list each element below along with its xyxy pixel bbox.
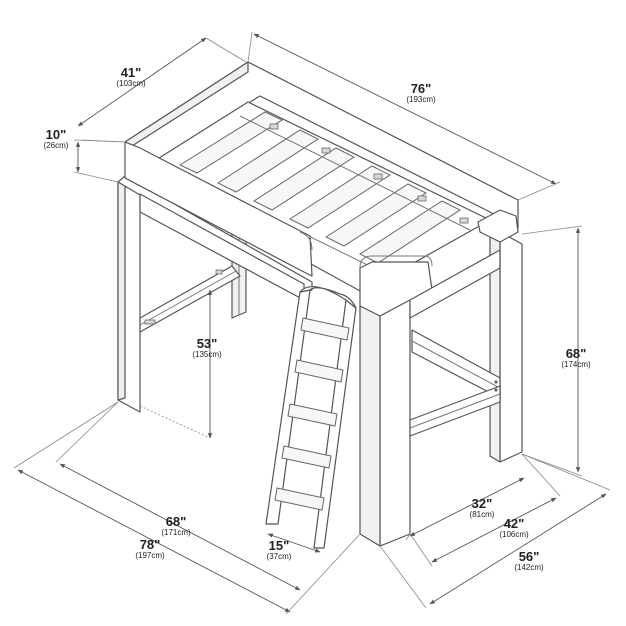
bed-frame-right	[359, 209, 519, 547]
guard-height-label: 10" (26cm)	[44, 128, 69, 150]
clearance-label: 53" (135cm)	[192, 337, 221, 359]
total-height-inch: 68"	[565, 346, 587, 361]
width-top-cm: (103cm)	[116, 79, 146, 88]
inner-length-cm: (171cm)	[161, 528, 191, 537]
length-top-inch: 76"	[410, 81, 432, 96]
total-width-cm: (142cm)	[514, 563, 544, 572]
total-length-label: 78" (197cm)	[135, 538, 164, 560]
width-top-label: 41" (103cm)	[116, 66, 145, 88]
ladder-depth-label: 32" (81cm)	[470, 497, 495, 519]
inner-width-label: 42" (106cm)	[499, 517, 528, 539]
clearance-cm: (135cm)	[192, 350, 222, 359]
length-top-cm: (193cm)	[406, 95, 436, 104]
ladder-width-cm: (37cm)	[266, 552, 292, 561]
bed-frame-front	[117, 141, 313, 413]
total-length-inch: 78"	[139, 537, 161, 552]
ladder-width-inch: 15"	[268, 538, 290, 553]
inner-length-label: 68" (171cm)	[161, 515, 190, 537]
total-height-label: 68" (174cm)	[561, 347, 590, 369]
ladder-width-label: 15" (37cm)	[267, 539, 292, 561]
guard-height-inch: 10"	[45, 127, 67, 142]
clearance-inch: 53"	[196, 336, 218, 351]
length-top-label: 76" (193cm)	[406, 82, 435, 104]
total-height-cm: (174cm)	[561, 360, 591, 369]
total-length-cm: (197cm)	[135, 551, 165, 560]
total-width-inch: 56"	[518, 549, 540, 564]
inner-width-inch: 42"	[503, 516, 525, 531]
total-width-label: 56" (142cm)	[514, 550, 543, 572]
inner-width-cm: (106cm)	[499, 530, 529, 539]
dimension-lines	[13, 31, 611, 615]
guard-height-cm: (26cm)	[43, 141, 69, 150]
ladder-depth-cm: (81cm)	[469, 510, 495, 519]
width-top-inch: 41"	[120, 65, 142, 80]
ladder	[265, 285, 357, 549]
inner-length-inch: 68"	[165, 514, 187, 529]
ladder-depth-inch: 32"	[471, 496, 493, 511]
